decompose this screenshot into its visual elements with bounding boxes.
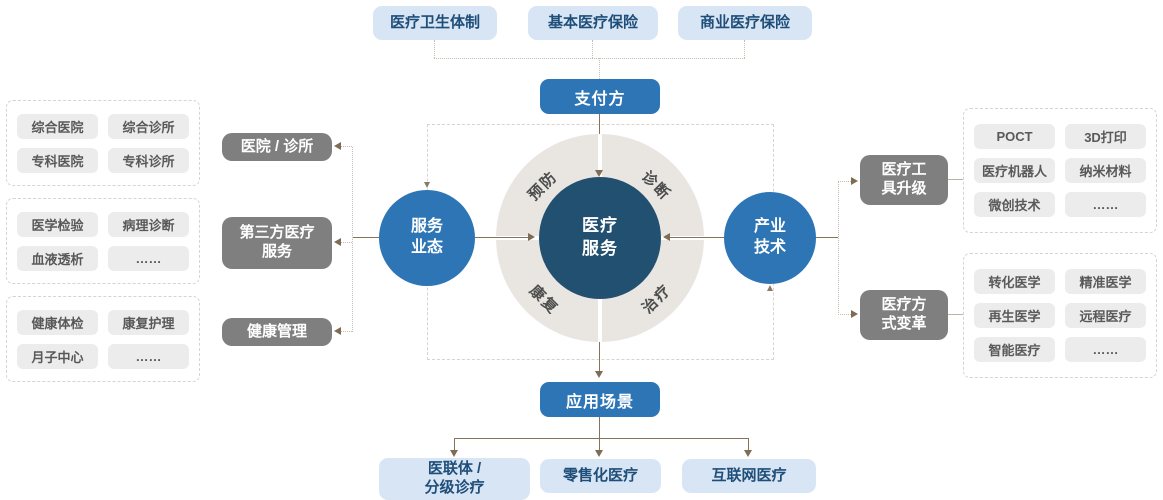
group-health-management-items: 健康体检 康复护理 月子中心 …… xyxy=(6,296,200,382)
item-box: 转化医学 xyxy=(974,269,1055,294)
item-box: 康复护理 xyxy=(108,309,189,335)
arrow-right-icon xyxy=(528,233,535,241)
branch-health-management: 健康管理 xyxy=(222,318,332,346)
connector-line xyxy=(599,342,600,371)
item-box: 综合诊所 xyxy=(108,113,189,139)
payer-hub-box: 支付方 xyxy=(540,79,660,114)
item-box: 专科诊所 xyxy=(108,147,189,173)
item-box: 血液透析 xyxy=(17,245,98,271)
arrow-right-icon xyxy=(851,310,858,318)
core-circle-medical-service: 医疗 服务 xyxy=(539,177,661,299)
branch-third-party-service: 第三方医疗 服务 xyxy=(222,217,332,269)
branch-method-transformation: 医疗方 式变革 xyxy=(860,290,948,340)
item-box: …… xyxy=(1065,337,1146,362)
item-box: POCT xyxy=(974,124,1055,149)
branch-tool-upgrade: 医疗工 具升级 xyxy=(860,155,948,205)
connector-line xyxy=(599,58,600,79)
item-box: …… xyxy=(108,343,189,369)
connector-line xyxy=(434,40,435,58)
connector-line xyxy=(341,331,352,332)
connector-line xyxy=(592,40,593,58)
arrow-down-icon xyxy=(744,450,752,457)
connector-line xyxy=(838,314,851,315)
branch-hospital-clinic: 医院 / 诊所 xyxy=(222,133,332,161)
item-box: 纳米材料 xyxy=(1065,158,1146,183)
item-box: …… xyxy=(1065,192,1146,217)
connector-line xyxy=(744,40,745,58)
connector-line xyxy=(838,182,839,315)
item-box: 远程医疗 xyxy=(1065,303,1146,328)
scenario-hub-box: 应用场景 xyxy=(540,382,660,417)
item-box: …… xyxy=(108,245,189,271)
arrow-down-icon xyxy=(595,450,603,457)
connector-line xyxy=(838,181,851,182)
service-format-circle: 服务 业态 xyxy=(379,190,475,286)
item-box: 健康体检 xyxy=(17,309,98,335)
arrow-left-icon xyxy=(663,233,670,241)
group-method-transformation-items: 转化医学 精准医学 再生医学 远程医疗 智能医疗 …… xyxy=(963,253,1157,378)
source-box-basic-insurance: 基本医疗保险 xyxy=(528,6,658,40)
connector-line xyxy=(599,438,600,450)
source-box-health-system: 医疗卫生体制 xyxy=(373,6,497,40)
item-box: 3D打印 xyxy=(1065,124,1146,149)
source-box-commercial-insurance: 商业医疗保险 xyxy=(678,6,812,40)
arrow-left-icon xyxy=(334,238,341,246)
scene-internet-medical: 互联网医疗 xyxy=(682,459,816,493)
item-box: 医疗机器人 xyxy=(974,158,1055,183)
connector-line xyxy=(475,237,528,238)
scene-medical-alliance: 医联体 / 分级诊疗 xyxy=(379,458,530,500)
connector-line xyxy=(816,237,838,238)
arrow-down-icon xyxy=(595,371,603,378)
arrow-up-icon xyxy=(767,285,773,291)
item-box: 再生医学 xyxy=(974,303,1055,328)
arrow-right-icon xyxy=(851,177,858,185)
industry-tech-circle: 产业 技术 xyxy=(724,192,816,284)
connector-line xyxy=(454,438,455,450)
group-third-party-items: 医学检验 病理诊断 血液透析 …… xyxy=(6,198,200,284)
arrow-down-icon xyxy=(450,450,458,457)
item-box: 病理诊断 xyxy=(108,211,189,237)
item-box: 医学检验 xyxy=(17,211,98,237)
connector-line xyxy=(341,242,352,243)
arrow-down-icon xyxy=(595,170,603,177)
connector-line xyxy=(948,179,963,180)
connector-line xyxy=(352,147,353,332)
scene-retail-medical: 零售化医疗 xyxy=(540,459,661,493)
connector-line xyxy=(454,438,749,439)
item-box: 智能医疗 xyxy=(974,337,1055,362)
arrow-left-icon xyxy=(334,327,341,335)
connector-line xyxy=(948,314,963,315)
group-tool-upgrade-items: POCT 3D打印 医疗机器人 纳米材料 微创技术 …… xyxy=(963,108,1157,233)
connector-line xyxy=(434,58,745,59)
item-box: 月子中心 xyxy=(17,343,98,369)
item-box: 专科医院 xyxy=(17,147,98,173)
item-box: 综合医院 xyxy=(17,113,98,139)
connector-line xyxy=(670,237,724,238)
arrow-down-icon xyxy=(424,182,430,188)
connector-line xyxy=(352,237,379,238)
arrow-left-icon xyxy=(334,142,341,150)
item-box: 精准医学 xyxy=(1065,269,1146,294)
group-hospital-clinic-items: 综合医院 综合诊所 专科医院 专科诊所 xyxy=(6,100,200,186)
item-box: 微创技术 xyxy=(974,192,1055,217)
connector-line xyxy=(748,438,749,450)
connector-line xyxy=(341,146,352,147)
connector-line xyxy=(599,417,600,438)
